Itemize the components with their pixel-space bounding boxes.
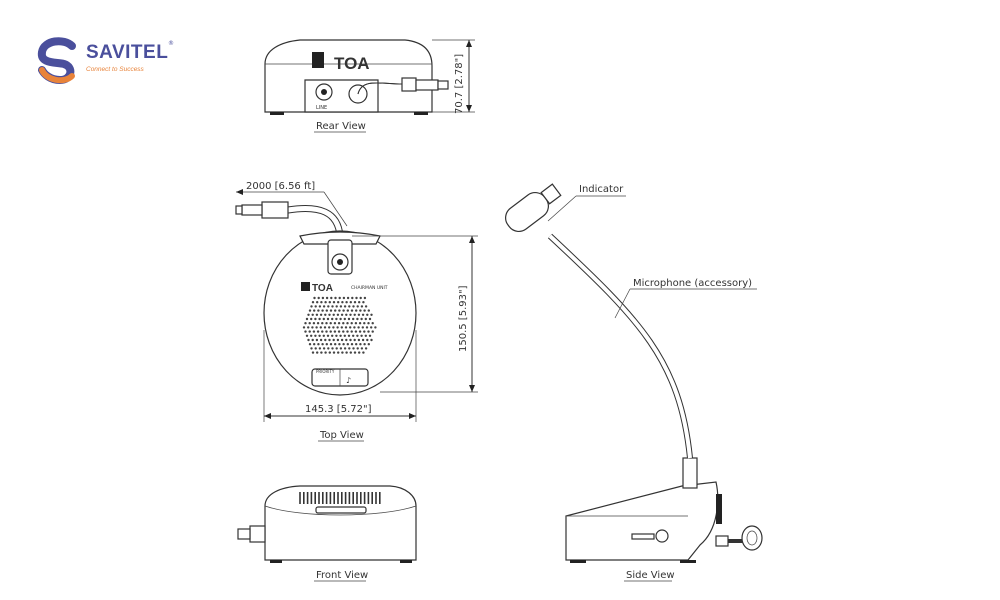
front-grille — [299, 492, 381, 504]
front-view-caption: Front View — [316, 570, 368, 581]
speaker-grille — [302, 296, 377, 354]
mic-mute-icon: ♪ — [346, 376, 351, 385]
cable-length-dimension: 2000 [6.56 ft] — [246, 181, 315, 192]
top-button-label: PRIORITY — [316, 369, 335, 374]
side-button-icon — [631, 533, 655, 540]
top-view: 2000 [6.56 ft] TOA CHAIRMAN UNIT PRIORIT… — [235, 181, 478, 442]
side-port-icon — [655, 529, 669, 543]
logo-registered-mark: ® — [168, 40, 174, 47]
front-button-icon — [315, 506, 367, 514]
front-view: Front View — [237, 485, 417, 582]
top-view-caption: Top View — [319, 430, 364, 441]
savitel-s-icon — [37, 37, 76, 85]
rear-port-label: LINE — [316, 105, 327, 111]
microphone-callout: Microphone (accessory) — [633, 278, 752, 289]
top-height-dimension: 150.5 [5.93"] — [458, 285, 469, 352]
top-unit-label: CHAIRMAN UNIT — [351, 285, 388, 291]
side-view: Indicator Microphone (accessory) Side Vi… — [505, 183, 763, 582]
indicator-callout: Indicator — [579, 184, 624, 195]
rear-height-dimension: 70.7 [2.78"] — [454, 54, 465, 114]
toa-rear-logo-icon — [312, 52, 324, 68]
side-view-caption: Side View — [626, 570, 675, 581]
savitel-logo: SAVITEL ® Connect to Success — [34, 36, 184, 86]
top-width-dimension: 145.3 [5.72"] — [305, 404, 372, 415]
top-brand: TOA — [312, 283, 333, 294]
rear-view-caption: Rear View — [316, 121, 366, 132]
logo-tagline: Connect to Success — [86, 66, 144, 73]
logo-wordmark: SAVITEL — [86, 42, 169, 63]
rear-view: TOA LINE 70.7 [2.78"] Rear View — [264, 39, 475, 133]
rear-brand: TOA — [334, 54, 370, 73]
